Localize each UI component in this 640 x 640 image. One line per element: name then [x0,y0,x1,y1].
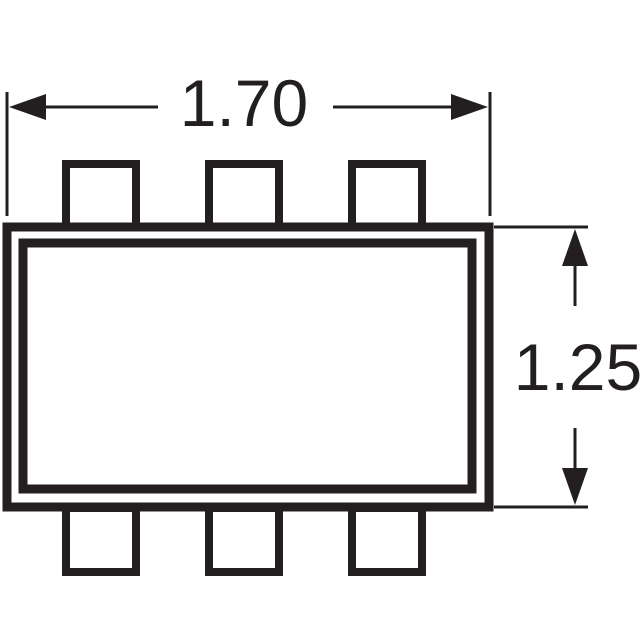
width-dimension-label: 1.70 [180,66,308,140]
top-pin-2 [205,160,283,232]
arrow-down-icon [562,468,588,505]
bottom-pin-3 [348,504,426,576]
height-dimension-label: 1.25 [514,330,640,404]
package-body-outer [2,222,494,512]
bottom-pins [62,504,426,576]
package-body-inner [18,238,477,494]
bottom-pin-2 [205,504,283,576]
bottom-pin-1 [62,504,140,576]
arrow-right-icon [451,94,488,120]
arrow-up-icon [562,229,588,266]
top-pin-1 [62,160,140,232]
top-pins [62,160,426,232]
arrow-left-icon [9,94,46,120]
top-pin-3 [348,160,426,232]
